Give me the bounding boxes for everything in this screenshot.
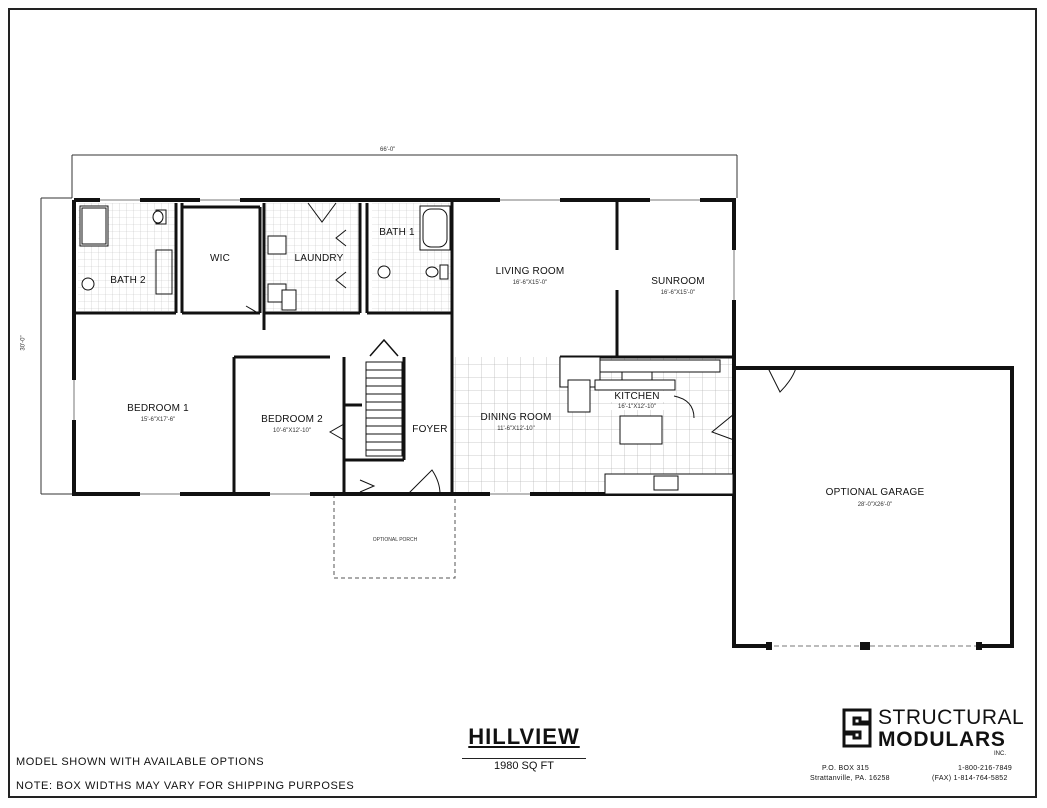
kitchen-cabinets (559, 356, 734, 495)
model-name: HILLVIEW (468, 724, 580, 749)
note-options: MODEL SHOWN WITH AVAILABLE OPTIONS (16, 756, 265, 768)
company-phone: 1-800-216-7849 (958, 765, 1013, 772)
company-suffix: INC. (994, 751, 1006, 757)
garage-label: OPTIONAL GARAGE (825, 487, 925, 498)
bedroom2-size: 10'-6"X12'-10" (273, 428, 311, 434)
company-address-city: Strattanville, PA. 16258 (810, 775, 890, 782)
doors (245, 202, 797, 495)
bedroom1-label: BEDROOM 1 (127, 403, 189, 414)
laundry-label: LAUNDRY (294, 253, 344, 264)
square-footage: 1980 SQ FT (462, 758, 586, 772)
garage-size: 28'-0"X26'-0" (857, 502, 893, 508)
interior-walls (74, 200, 734, 494)
wic-label: WIC (209, 253, 231, 264)
overall-depth-label: 30'-0" (20, 335, 27, 351)
company-name-line2: MODULARS (878, 728, 1006, 751)
living-room-size: 16'-6"X15'-0" (512, 280, 548, 286)
bath2-fixtures (79, 205, 173, 295)
bedroom1-size: 15'-6"X17'-6" (140, 417, 176, 423)
width-dimension-line (71, 154, 738, 198)
bedroom2-label: BEDROOM 2 (261, 414, 323, 425)
company-name-line1: STRUCTURAL (878, 706, 1025, 729)
structural-modulars-logo-icon (842, 708, 872, 748)
laundry-fixtures (267, 229, 347, 311)
note-box-widths: NOTE: BOX WIDTHS MAY VARY FOR SHIPPING P… (16, 780, 355, 792)
bath1-fixtures (377, 205, 451, 280)
dining-room-size: 11'-6"X12'-10" (497, 426, 535, 432)
window-glazing (73, 199, 735, 495)
dining-room-label: DINING ROOM (480, 412, 552, 423)
bath1-label: BATH 1 (379, 227, 415, 238)
optional-garage-walls (732, 366, 1014, 650)
kitchen-label: KITCHEN (602, 391, 672, 402)
company-fax: (FAX) 1-814-764-5852 (932, 775, 1008, 782)
company-address-po-box: P.O. BOX 315 (822, 765, 870, 772)
living-room-label: LIVING ROOM (495, 266, 565, 277)
kitchen-size: 16'-1"X12'-10" (600, 404, 674, 410)
sunroom-size: 16'-6"X15'-0" (660, 290, 696, 296)
stairs (365, 338, 403, 457)
foyer-label: FOYER (412, 424, 448, 435)
sheet-border (8, 8, 1037, 798)
porch-label: OPTIONAL PORCH (372, 537, 418, 543)
bath2-label: BATH 2 (110, 275, 146, 286)
optional-porch-outline (333, 493, 456, 579)
sunroom-label: SUNROOM (651, 276, 705, 287)
depth-dimension-line (40, 197, 72, 495)
overall-width-label: 66'-0" (380, 147, 396, 153)
